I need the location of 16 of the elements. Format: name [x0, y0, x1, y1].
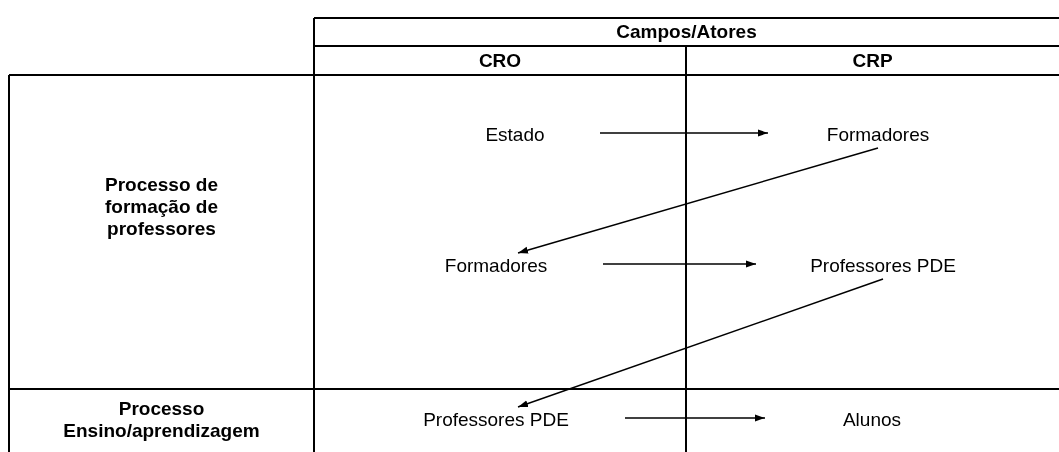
actor-label: Formadores [389, 253, 603, 279]
column-header: Campos/Atores [615, 21, 758, 43]
arrow [624, 414, 766, 422]
row-header: Processo de formação de professores [104, 174, 219, 240]
actor-label: Alunos [765, 407, 979, 433]
arrow [602, 260, 757, 268]
actor-label: Professores PDE [756, 253, 1010, 279]
actor-label: Estado [430, 122, 600, 148]
arrow [599, 129, 769, 137]
arrow [517, 278, 884, 408]
column-header: CRP [851, 50, 894, 72]
column-header: CRO [477, 50, 523, 72]
actor-label: Formadores [768, 122, 988, 148]
arrow [517, 147, 879, 254]
actor-label: Professores PDE [367, 407, 625, 433]
row-header: Processo Ensino/aprendizagem [62, 398, 261, 442]
